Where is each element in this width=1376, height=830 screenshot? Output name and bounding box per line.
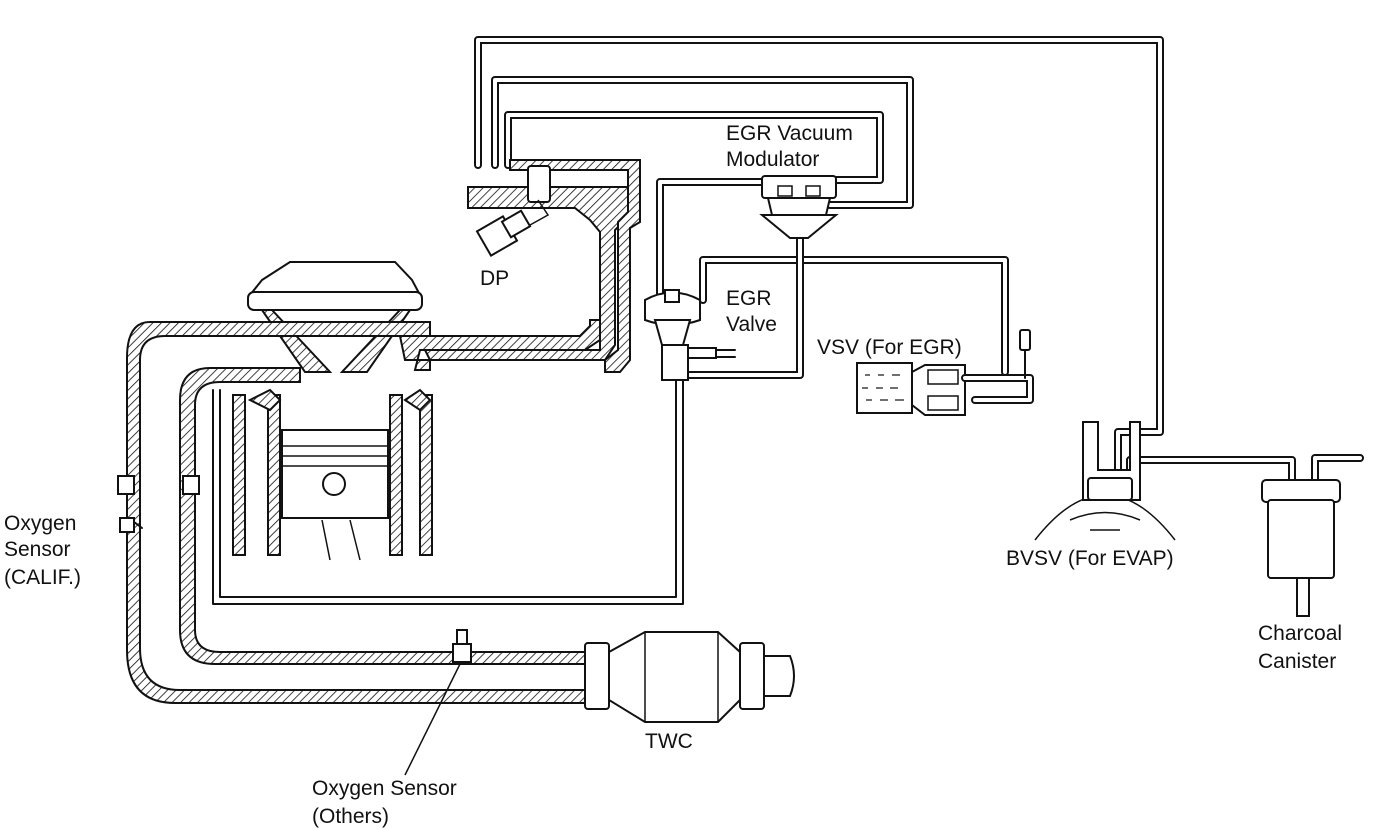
charcoal-canister-label-line1: Charcoal bbox=[1258, 622, 1342, 645]
oxygen-sensor-calif-label-line2: Sensor bbox=[4, 538, 71, 561]
twc bbox=[584, 631, 795, 723]
bvsv-label: BVSV (For EVAP) bbox=[1006, 547, 1174, 570]
dp-label: DP bbox=[480, 267, 509, 290]
oxygen-sensor-calif-label-line3: (CALIF.) bbox=[4, 566, 81, 589]
twc-label: TWC bbox=[645, 730, 693, 753]
egr-vacuum-modulator-label-line2: Modulator bbox=[726, 148, 819, 171]
exhaust-manifold bbox=[179, 367, 591, 665]
intake-manifold bbox=[126, 319, 601, 704]
charcoal-canister bbox=[1261, 479, 1341, 617]
vacuum-hose-vsv bbox=[699, 256, 1009, 376]
vacuum-hose-modulator-drop bbox=[686, 216, 804, 379]
vacuum-hose-modulator-to-egr bbox=[656, 178, 772, 299]
vacuum-hose-modulator-outer bbox=[491, 76, 914, 209]
egr-vacuum-modulator bbox=[759, 175, 839, 239]
vacuum-hose-modulator-inner bbox=[504, 111, 884, 184]
oxygen-sensor-calif-label-line1: Oxygen bbox=[4, 512, 76, 535]
piston bbox=[281, 429, 389, 561]
egr-valve bbox=[644, 289, 736, 381]
egr-vacuum-modulator-label-line1: EGR Vacuum bbox=[726, 122, 853, 145]
intake-duct bbox=[423, 159, 641, 373]
air-cleaner bbox=[247, 261, 423, 373]
egr-valve-label-line1: EGR bbox=[726, 287, 772, 310]
oxygen-sensor-others bbox=[404, 629, 472, 776]
vacuum-hose-bvsv bbox=[474, 36, 1164, 494]
cylinder bbox=[232, 388, 433, 556]
charcoal-canister-label-line2: Canister bbox=[1258, 650, 1336, 673]
bvsv bbox=[1034, 421, 1176, 541]
oxygen-sensor-others-label-line1: Oxygen Sensor bbox=[312, 777, 457, 800]
oxygen-sensor-calif-fitting bbox=[117, 475, 200, 533]
vsv-egr bbox=[856, 329, 1034, 416]
vsv-egr-label: VSV (For EGR) bbox=[817, 336, 962, 359]
oxygen-sensor-others-label-line2: (Others) bbox=[312, 805, 389, 828]
egr-return-tube bbox=[212, 379, 684, 605]
dp-unit bbox=[475, 165, 551, 257]
egr-valve-label-line2: Valve bbox=[726, 313, 777, 336]
